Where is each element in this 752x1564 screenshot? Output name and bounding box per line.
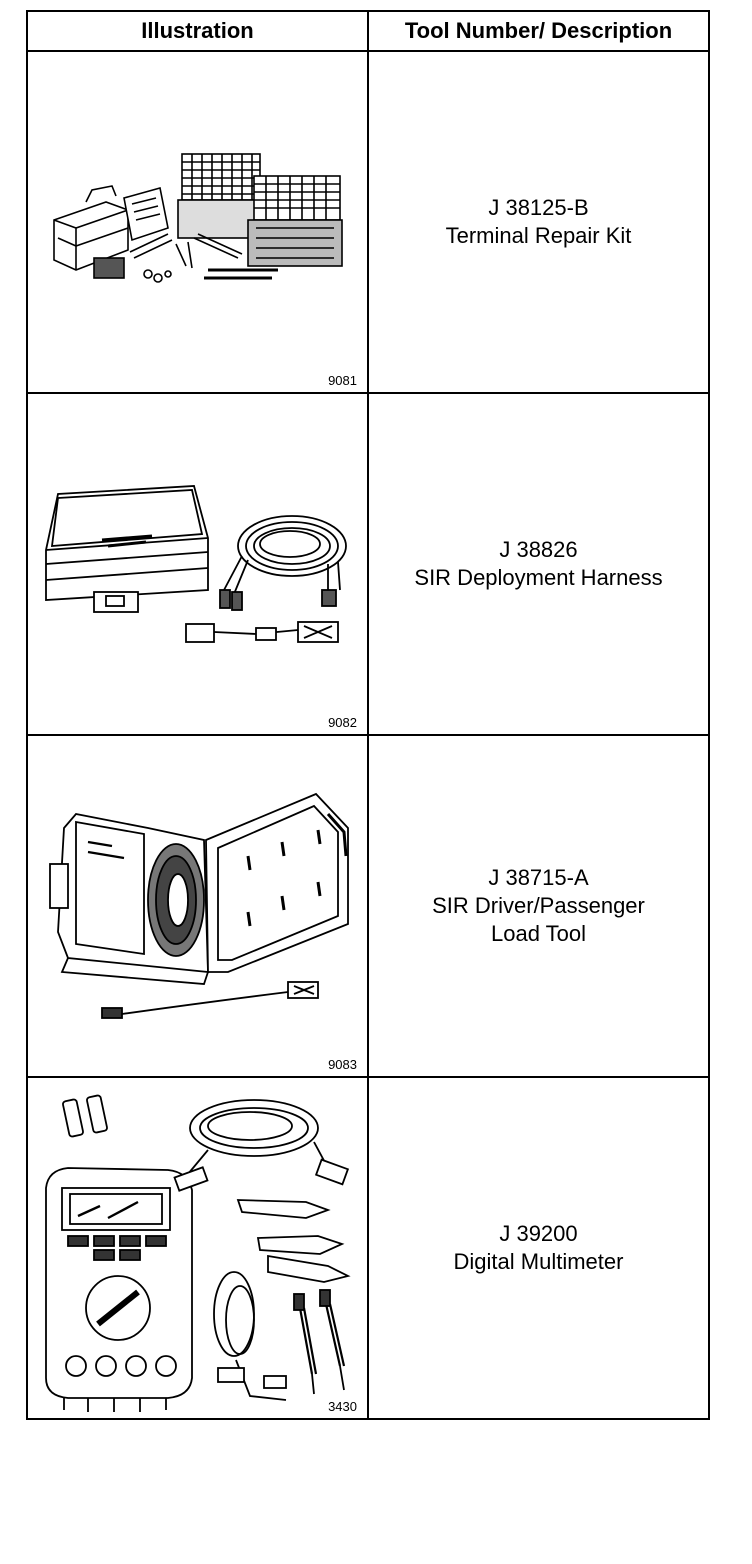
tool-description: Terminal Repair Kit <box>445 223 632 248</box>
illustration-cell: 9082 <box>26 392 369 736</box>
table-row: 3430 J 39200 Digital Multimeter <box>26 1076 710 1420</box>
tool-number: J 38125-B <box>488 195 589 220</box>
figure-number: 9081 <box>328 373 357 388</box>
illustration-cell: 9083 <box>26 734 369 1078</box>
description-cell: J 39200 Digital Multimeter <box>367 1076 710 1420</box>
tool-number: J 39200 <box>499 1221 578 1246</box>
digital-multimeter-illustration <box>45 1094 351 1412</box>
description-cell: J 38125-B Terminal Repair Kit <box>367 50 710 394</box>
description-cell: J 38715-A SIR Driver/Passenger Load Tool <box>367 734 710 1078</box>
tool-number: J 38826 <box>499 537 578 562</box>
illustration-cell: 9081 <box>26 50 369 394</box>
description-cell: J 38826 SIR Deployment Harness <box>367 392 710 736</box>
tool-description: Digital Multimeter <box>453 1249 624 1274</box>
figure-number: 9082 <box>328 715 357 730</box>
tool-description-line-2: Load Tool <box>490 921 586 946</box>
tool-header: Tool Number/ Description <box>367 10 710 52</box>
illustration-cell: 3430 <box>26 1076 369 1420</box>
deployment-harness-illustration <box>45 485 347 643</box>
tool-description-line-1: SIR Driver/Passenger <box>432 893 645 918</box>
illustration-header: Illustration <box>26 10 369 52</box>
load-tool-illustration <box>49 792 349 1019</box>
table-row: 9083 J 38715-A SIR Driver/Passenger Load… <box>26 734 710 1078</box>
figure-number: 3430 <box>328 1399 357 1414</box>
table-row: 9081 J 38125-B Terminal Repair Kit <box>26 50 710 394</box>
table-header-row: Illustration Tool Number/ Description <box>26 10 710 52</box>
tool-number: J 38715-A <box>488 865 589 890</box>
figure-number: 9083 <box>328 1057 357 1072</box>
special-tools-table: Illustration Tool Number/ Description <box>26 10 710 1420</box>
table-row: 9082 J 38826 SIR Deployment Harness <box>26 392 710 736</box>
terminal-repair-kit-illustration <box>53 153 343 283</box>
tool-description: SIR Deployment Harness <box>414 565 663 590</box>
